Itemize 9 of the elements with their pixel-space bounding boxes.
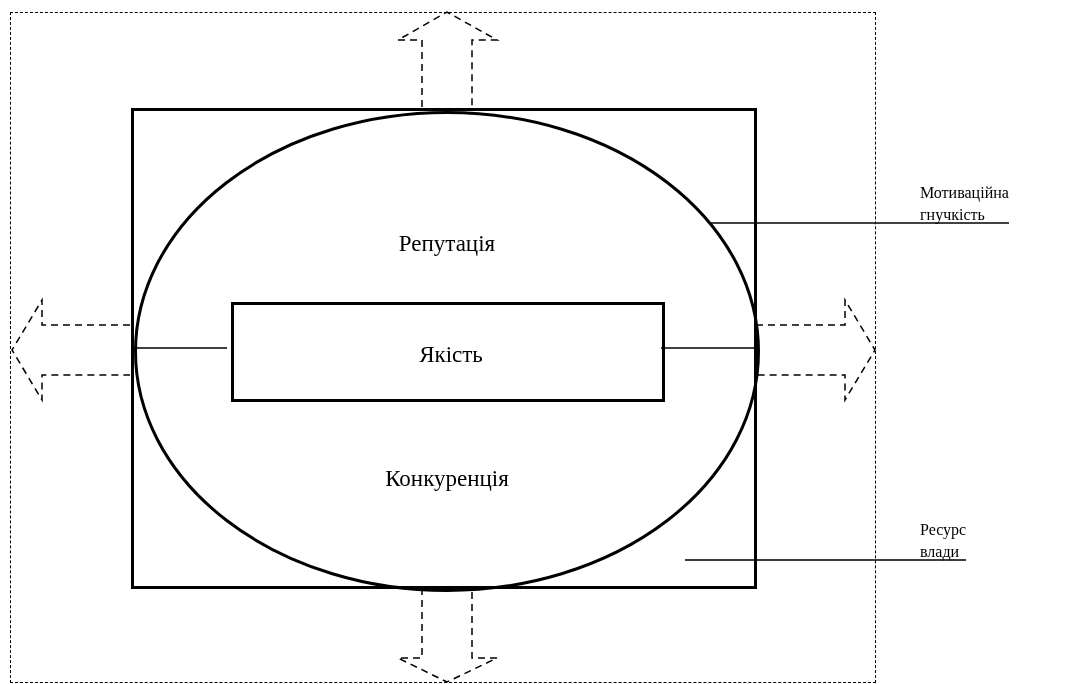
dashed-frame: [10, 12, 876, 683]
annotation-text: Ресурс влади: [920, 519, 1000, 563]
annotation-text: Мотиваційна гнучкість: [920, 182, 1038, 226]
process-box: [231, 302, 665, 402]
region-label: Якість: [418, 341, 484, 369]
region-label: Конкуренція: [384, 465, 510, 493]
leader-line: [684, 559, 967, 561]
region-label: Репутація: [397, 230, 497, 258]
leader-line: [710, 222, 1010, 224]
